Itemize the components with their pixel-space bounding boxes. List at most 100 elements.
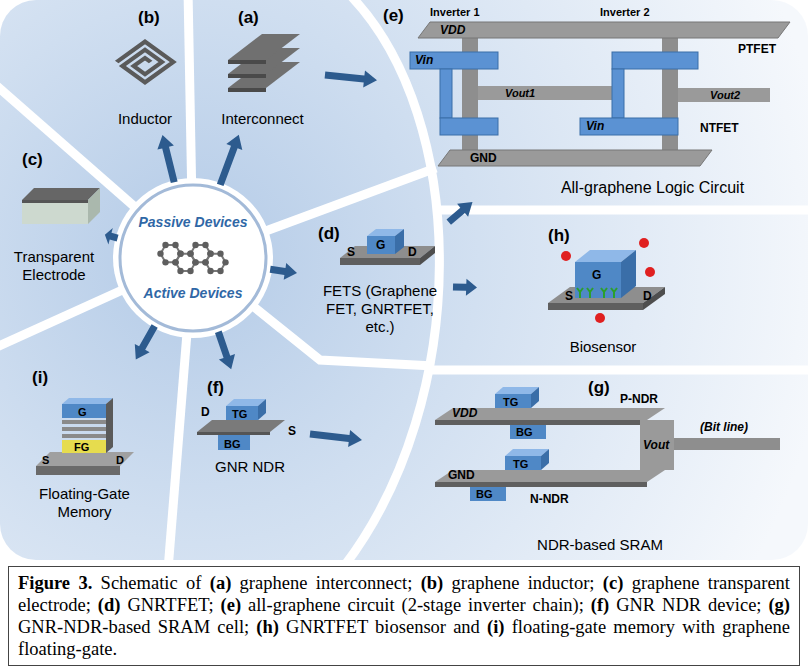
fet-device-part: [367, 236, 395, 254]
part-label: D: [201, 405, 210, 419]
sram-cell-part: [470, 487, 506, 501]
fet-device-part: [340, 258, 420, 265]
interconnect-layers-part: [228, 88, 266, 92]
biosensor-device-part: [639, 238, 649, 248]
inverter-circuit-part: [418, 22, 790, 38]
device-name: Biosensor: [543, 338, 663, 356]
block-arrow: [310, 430, 362, 447]
caption-bold: (g): [768, 595, 790, 615]
block-arrow: [157, 135, 177, 183]
sector-letter: (g): [588, 378, 610, 398]
electrode-slab-part: [22, 200, 88, 224]
block-arrow: [135, 324, 158, 359]
block-arrow: [325, 71, 377, 88]
device-name: NDR-based SRAM: [500, 536, 700, 554]
part-label: BG: [224, 437, 241, 451]
part-label: NTFET: [700, 121, 739, 135]
block-arrow: [215, 331, 235, 370]
sector-divider-part: [436, 206, 808, 215]
part-label: (Bit line): [700, 420, 748, 434]
block-arrow: [447, 202, 473, 225]
floating-gate-stack-part: [36, 466, 120, 475]
floating-gate-stack-part: [106, 398, 113, 453]
block-arrow: [105, 228, 119, 244]
part-label: BG: [476, 487, 493, 501]
block-arrow: [270, 263, 297, 280]
sram-cell-part: [435, 482, 647, 487]
part-label: Vout: [643, 438, 669, 452]
part-label: N-NDR: [530, 492, 569, 506]
part-label: PTFET: [738, 42, 776, 56]
electrode-slab-part: [88, 188, 100, 224]
inverter-circuit-part: [580, 118, 678, 135]
part-label: S: [42, 453, 49, 467]
inverter-circuit-part: [612, 52, 698, 69]
biosensor-device: [548, 238, 665, 323]
biosensor-device-part: [645, 267, 655, 277]
inverter-circuit-part: [438, 150, 712, 166]
ndr-device-part: [197, 420, 285, 432]
part-label: D: [643, 289, 652, 303]
inverter-circuit-part: [410, 52, 498, 69]
sram-cell-part: [531, 387, 539, 408]
device-sector: (g) NDR-based SRAM: [365, 372, 800, 560]
part-label: FG: [74, 440, 89, 454]
part-label: S: [565, 289, 573, 303]
part-label: Vout1: [505, 86, 535, 100]
device-name: GNR NDR: [195, 458, 305, 476]
part-label: BG: [516, 425, 533, 439]
sector-divider: [0, 0, 808, 570]
interconnect-layers-part: [228, 60, 266, 64]
sram-cell-part: [640, 420, 674, 470]
biosensor-device-part: [561, 251, 571, 261]
sector-letter: (h): [548, 226, 570, 246]
caption-bold: (b): [421, 573, 444, 593]
inverter-circuit-part: [440, 69, 452, 118]
device-name: FETS (Graphene FET, GNRTFET, etc.): [320, 282, 440, 336]
part-label: TG: [513, 457, 528, 471]
part-label: Vin: [586, 119, 604, 133]
ndr-device-part: [226, 406, 258, 420]
biosensor-device-part: [577, 288, 617, 298]
caption-bold: (d): [98, 595, 121, 615]
electrode-slab-part: [22, 200, 88, 203]
sector-divider-part: [428, 366, 808, 375]
hub-text: Passive Devices: [118, 214, 268, 231]
part-label: Inverter 2: [600, 5, 650, 19]
hub-circle: Passive DevicesActive Devices: [118, 183, 268, 333]
inverter-circuit-part: [612, 69, 624, 118]
ndr-device-part: [197, 432, 270, 435]
sector-letter: (d): [318, 224, 340, 244]
inverter-circuit: [410, 22, 790, 166]
part-label: G: [592, 268, 601, 282]
sector-letter: (e): [383, 6, 404, 26]
biosensor-device-part: [575, 262, 621, 298]
part-label: VDD: [440, 23, 465, 37]
floating-gate-stack-part: [62, 398, 113, 404]
inverter-circuit-part: [440, 118, 498, 135]
caption-bold: (e): [221, 595, 242, 615]
part-label: VDD: [452, 406, 477, 420]
hub-text: Active Devices: [118, 285, 268, 302]
interconnect-layers: [228, 34, 300, 92]
caption-bold: (i): [487, 617, 504, 637]
electrode-slab: [22, 188, 100, 224]
interconnect-layers-part: [228, 34, 300, 60]
sram-cell-part: [505, 456, 541, 470]
part-label: D: [408, 245, 417, 259]
caption-bold: (c): [603, 573, 624, 593]
biosensor-device-part: [548, 303, 643, 310]
sector-letter: (i): [32, 368, 48, 388]
block-arrow: [217, 135, 242, 186]
inductor-spiral: [117, 42, 174, 83]
hub-disk: [113, 178, 273, 338]
caption-bold: (a): [210, 573, 232, 593]
floating-gate-stack-part: [62, 427, 106, 431]
ndr-device-part: [218, 434, 250, 450]
biosensor-device-part: [621, 250, 636, 298]
device-sector: (h) Biosensor: [480, 220, 800, 365]
part-label: P-NDR: [620, 392, 658, 406]
fet-device-part: [395, 229, 404, 254]
sector-letter: (c): [22, 150, 43, 170]
sector-letter: (a): [238, 8, 259, 28]
